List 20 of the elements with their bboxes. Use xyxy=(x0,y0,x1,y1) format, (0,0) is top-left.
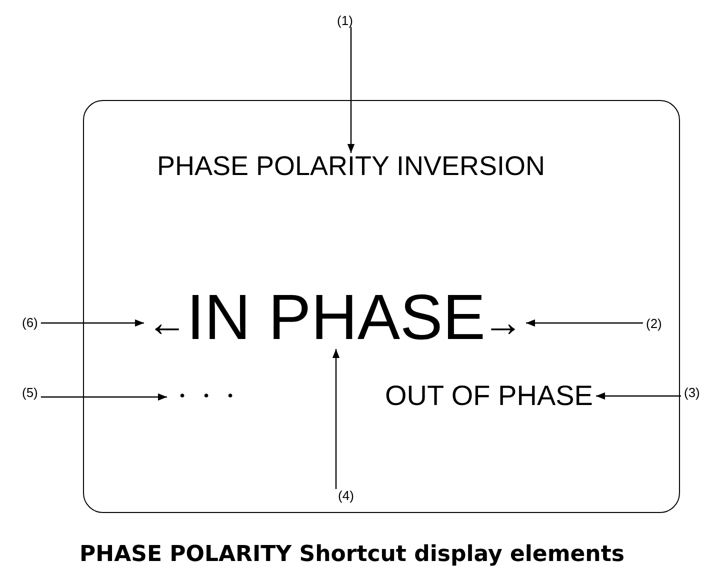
callout-number: (1) xyxy=(337,14,353,27)
leader-arrow xyxy=(347,27,355,153)
leader-arrow xyxy=(596,392,681,400)
caption-text: PHASE POLARITY Shortcut display elements xyxy=(80,542,624,567)
callout-number: (6) xyxy=(22,316,38,329)
leader-arrow xyxy=(332,349,340,489)
right-arrow-symbol: → xyxy=(483,303,523,343)
left-arrow-symbol: ← xyxy=(147,303,187,343)
screen-title: PHASE POLARITY INVERSION xyxy=(156,153,546,180)
display-screen xyxy=(83,100,680,513)
leader-arrow xyxy=(40,319,144,327)
callout-number: (4) xyxy=(338,489,354,502)
option-text: OUT OF PHASE xyxy=(385,382,593,410)
callout-number: (2) xyxy=(646,317,662,330)
callout-number: (3) xyxy=(684,386,700,399)
callout-number: (5) xyxy=(22,386,38,399)
phase-status-text: IN PHASE xyxy=(186,285,486,349)
dots-symbol: ・・・ xyxy=(170,385,242,409)
leader-arrow xyxy=(526,319,643,327)
leader-arrow xyxy=(40,393,167,401)
